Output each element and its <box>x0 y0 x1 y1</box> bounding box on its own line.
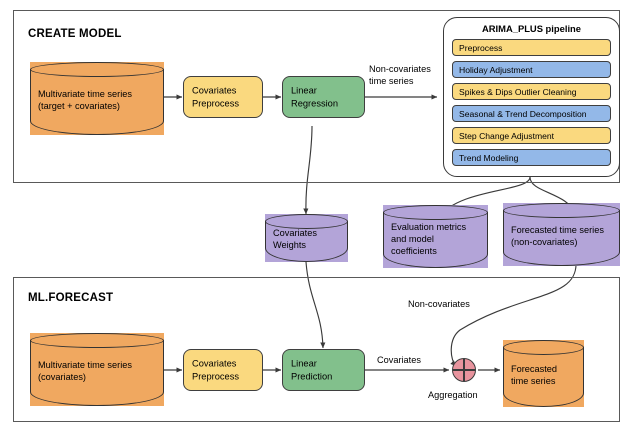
edge-label-non-covariates: Non-covariates <box>408 299 470 309</box>
step-label: Spikes & Dips Outlier Cleaning <box>459 86 577 97</box>
db-forecasted-output: Forecasted time series <box>503 340 584 407</box>
cylinder-top <box>265 214 348 229</box>
db-label: Forecasted time series <box>511 363 557 386</box>
box-linear-prediction[interactable]: Linear Prediction <box>282 349 365 391</box>
arima-plus-pipeline: ARIMA_PLUS pipeline Preprocess Holiday A… <box>443 17 620 177</box>
db-multivariate-input-forecast: Multivariate time series (covariates) <box>30 333 164 406</box>
section-title-create-model: CREATE MODEL <box>28 28 122 40</box>
cylinder-top <box>383 205 488 220</box>
db-forecasted-non-covariates: Forecasted time series (non-covariates) <box>503 203 620 266</box>
box-label: Covariates Preprocess <box>192 85 240 109</box>
aggregation-vline <box>463 359 465 381</box>
edge-label-covariates: Covariates <box>377 355 421 365</box>
db-covariates-weights: Covariates Weights <box>265 214 348 262</box>
section-title-ml-forecast: ML.FORECAST <box>28 292 114 304</box>
step-label: Preprocess <box>459 42 503 53</box>
step-label: Step Change Adjustment <box>459 130 555 141</box>
pipeline-step-seasonal-trend-decomposition[interactable]: Seasonal & Trend Decomposition <box>452 105 611 122</box>
cylinder-body <box>30 69 164 135</box>
box-covariates-preprocess-forecast[interactable]: Covariates Preprocess <box>183 349 263 391</box>
pipeline-step-spikes-dips-outlier-cleaning[interactable]: Spikes & Dips Outlier Cleaning <box>452 83 611 100</box>
db-evaluation-metrics: Evaluation metrics and model coefficient… <box>383 205 488 268</box>
box-label: Linear Prediction <box>291 358 333 382</box>
pipeline-step-step-change-adjustment[interactable]: Step Change Adjustment <box>452 127 611 144</box>
box-label: Linear Regression <box>291 85 339 109</box>
db-label: Forecasted time series (non-covariates) <box>511 224 604 247</box>
cylinder-top <box>503 203 620 218</box>
step-label: Trend Modeling <box>459 152 519 163</box>
db-multivariate-input-create: Multivariate time series (target + covar… <box>30 62 164 135</box>
section-ml-forecast <box>13 277 620 422</box>
pipeline-step-holiday-adjustment[interactable]: Holiday Adjustment <box>452 61 611 78</box>
pipeline-step-preprocess[interactable]: Preprocess <box>452 39 611 56</box>
pipeline-title: ARIMA_PLUS pipeline <box>482 23 581 34</box>
aggregation-label: Aggregation <box>428 390 478 400</box>
cylinder-top <box>30 333 164 348</box>
cylinder-top <box>503 340 584 355</box>
cylinder-body <box>383 212 488 268</box>
cylinder-top <box>30 62 164 77</box>
box-linear-regression[interactable]: Linear Regression <box>282 76 365 118</box>
cylinder-body <box>503 210 620 266</box>
cylinder-body <box>30 340 164 406</box>
box-covariates-preprocess-create[interactable]: Covariates Preprocess <box>183 76 263 118</box>
db-label: Multivariate time series (covariates) <box>38 359 132 382</box>
db-label: Evaluation metrics and model coefficient… <box>391 221 467 256</box>
step-label: Seasonal & Trend Decomposition <box>459 108 587 119</box>
db-label: Covariates Weights <box>273 228 317 251</box>
aggregation-node[interactable] <box>452 358 476 382</box>
box-label: Covariates Preprocess <box>192 358 240 382</box>
db-label: Multivariate time series (target + covar… <box>38 88 132 111</box>
step-label: Holiday Adjustment <box>459 64 533 75</box>
pipeline-step-trend-modeling[interactable]: Trend Modeling <box>452 149 611 166</box>
edge-label-non-covariates-time-series: Non-covariates time series <box>369 64 431 86</box>
cylinder-body <box>503 347 584 407</box>
